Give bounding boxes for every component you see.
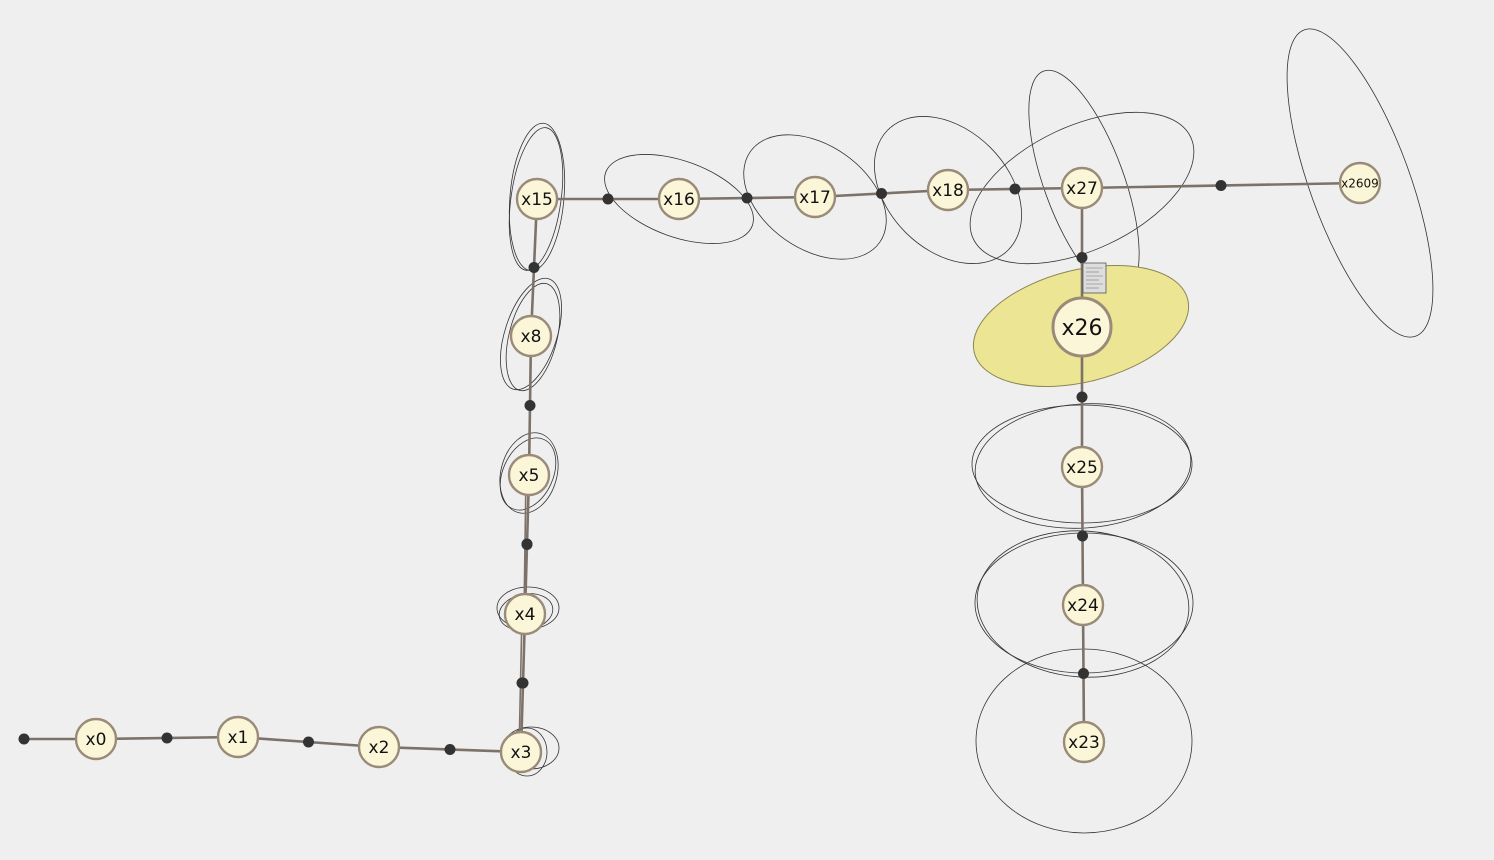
variable-node-x8[interactable]: x8: [509, 314, 553, 358]
node-label: x5: [519, 466, 540, 486]
covariance-ellipse: [508, 127, 564, 271]
node-circle: [1062, 720, 1106, 764]
node-circle: [515, 177, 559, 221]
node-label: x24: [1067, 596, 1099, 616]
node-circle: [1061, 583, 1105, 627]
note-layer: [1082, 262, 1107, 294]
node-label: x18: [932, 181, 964, 201]
covariance-ellipse: [604, 154, 754, 244]
node-label: x27: [1066, 179, 1098, 199]
factor-marker[interactable]: [1215, 180, 1227, 191]
node-label: x15: [521, 190, 553, 210]
variable-node-x1[interactable]: x1: [216, 715, 260, 759]
node-circle: [657, 177, 701, 221]
factor-markers: [18, 180, 1227, 755]
variable-node-x26[interactable]: x26: [1051, 296, 1113, 358]
factor-marker[interactable]: [303, 736, 314, 748]
variable-node-x16[interactable]: x16: [657, 177, 701, 221]
variable-node-x3[interactable]: x3: [499, 730, 543, 774]
factor-marker[interactable]: [444, 744, 456, 755]
node-label: x17: [799, 188, 831, 208]
covariance-ellipse: [1286, 28, 1434, 338]
node-circle: [793, 175, 837, 219]
variable-node-x27[interactable]: x27: [1060, 166, 1104, 210]
node-label: x26: [1061, 316, 1102, 341]
variable-node-x2[interactable]: x2: [357, 725, 401, 769]
node-label: x23: [1068, 733, 1100, 753]
node-circle: [499, 730, 543, 774]
node-label: x2: [369, 738, 390, 758]
factor-edges: [22, 181, 1362, 754]
node-label: x25: [1066, 458, 1098, 478]
variable-node-x18[interactable]: x18: [926, 168, 970, 212]
variable-node-x2609[interactable]: x2609: [1338, 161, 1382, 205]
note-icon[interactable]: [1082, 262, 1107, 294]
variable-node-x5[interactable]: x5: [507, 453, 551, 497]
factor-marker[interactable]: [876, 188, 887, 199]
node-circle: [503, 592, 547, 636]
node-label: x8: [521, 327, 542, 347]
factor-marker[interactable]: [161, 732, 173, 744]
factor-marker[interactable]: [1076, 252, 1088, 263]
factor-marker[interactable]: [524, 400, 536, 411]
factor-marker[interactable]: [1076, 391, 1088, 403]
variable-node-x25[interactable]: x25: [1060, 445, 1104, 489]
factor-marker[interactable]: [741, 192, 753, 204]
factor-marker[interactable]: [1078, 668, 1089, 679]
factor-marker[interactable]: [516, 677, 528, 689]
node-label: x0: [86, 730, 107, 750]
node-circle: [1060, 166, 1104, 210]
variable-node-x24[interactable]: x24: [1061, 583, 1105, 627]
covariance-ellipse: [743, 134, 887, 260]
variable-node-x23[interactable]: x23: [1062, 720, 1106, 764]
node-label: x2609: [1341, 176, 1379, 190]
covariance-ellipse: [505, 282, 561, 392]
node-circle: [507, 453, 551, 497]
factor-marker[interactable]: [521, 538, 533, 550]
covariance-ellipse: [499, 437, 557, 511]
node-circle: [926, 168, 970, 212]
factor-marker[interactable]: [1009, 183, 1021, 195]
node-label: x3: [511, 743, 532, 763]
node-circle: [1338, 161, 1382, 205]
factor-marker[interactable]: [1077, 530, 1088, 542]
node-label: x1: [228, 728, 249, 748]
covariance-ellipses: [496, 28, 1434, 834]
factor-marker[interactable]: [602, 193, 614, 205]
node-circle: [1051, 296, 1113, 358]
factor-marker[interactable]: [528, 262, 540, 273]
covariance-ellipse: [499, 432, 559, 514]
covariance-ellipse: [974, 403, 1192, 529]
node-circle: [509, 314, 553, 358]
variable-node-x17[interactable]: x17: [793, 175, 837, 219]
node-label: x16: [663, 190, 695, 210]
variable-node-x15[interactable]: x15: [515, 177, 559, 221]
node-circle: [357, 725, 401, 769]
node-circle: [74, 717, 118, 761]
covariance-ellipse: [969, 111, 1195, 265]
variable-node-x0[interactable]: x0: [74, 717, 118, 761]
covariance-ellipse: [874, 116, 1022, 264]
factor-marker[interactable]: [18, 733, 30, 745]
covariance-ellipse: [500, 277, 562, 391]
node-circle: [216, 715, 260, 759]
node-label: x4: [515, 605, 536, 625]
node-circle: [1060, 445, 1104, 489]
variable-node-x4[interactable]: x4: [503, 592, 547, 636]
covariance-ellipse: [976, 530, 1190, 678]
variable-nodes: x0 x1 x2 x3 x4 x5 x8 x15 x16 x17 x18 x27 x2609 x26 x25…: [74, 161, 1382, 774]
